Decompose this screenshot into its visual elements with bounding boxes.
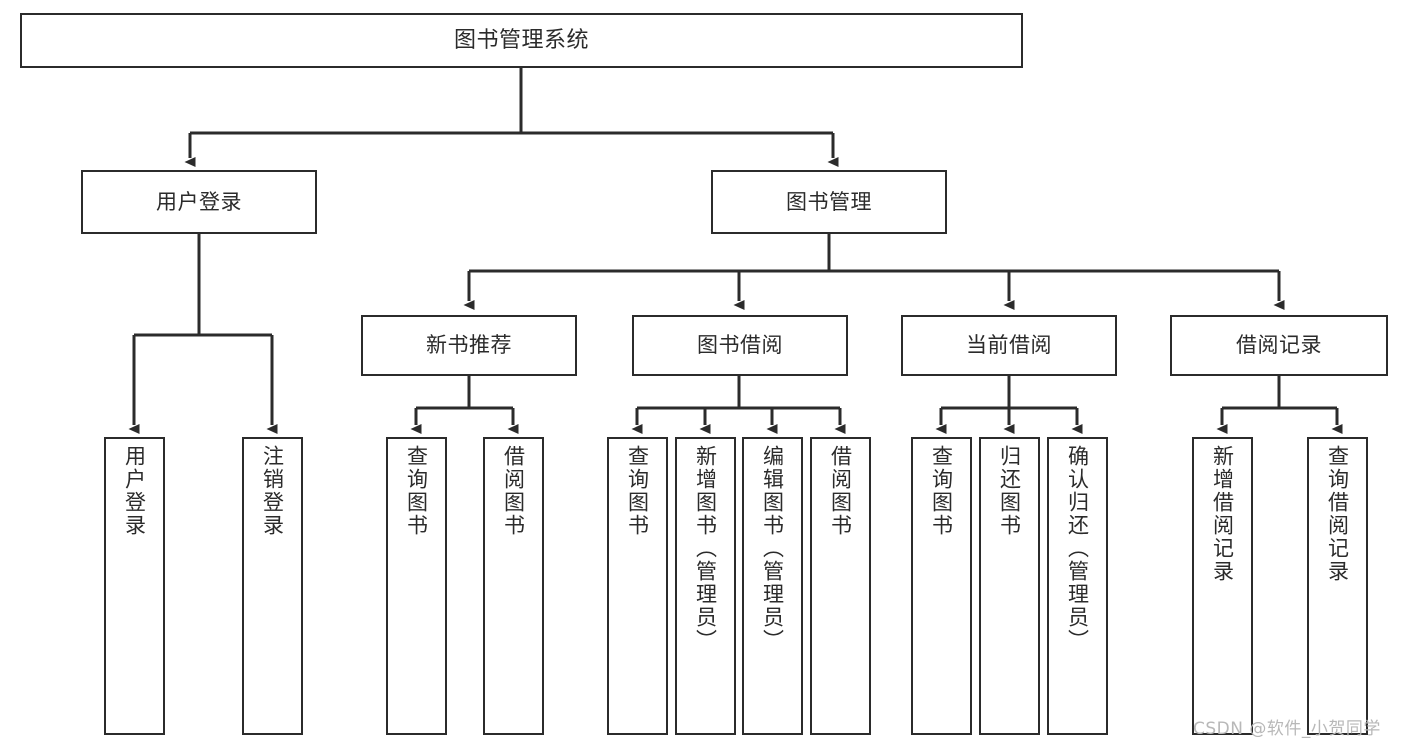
node-label: 借阅记录 bbox=[1236, 333, 1322, 358]
node-leaf-user-login[interactable]: 用户登录 bbox=[104, 437, 165, 735]
node-leaf-query-book-newbook[interactable]: 查询图书 bbox=[386, 437, 447, 735]
node-label: 新增借阅记录 bbox=[1210, 445, 1235, 583]
node-leaf-query-borrow-record[interactable]: 查询借阅记录 bbox=[1307, 437, 1368, 735]
edge-currentborrow-to-leaves bbox=[935, 376, 1083, 434]
node-user-login[interactable]: 用户登录 bbox=[81, 170, 317, 234]
node-label: 借阅图书 bbox=[828, 445, 853, 537]
node-leaf-query-book-borrow[interactable]: 查询图书 bbox=[607, 437, 668, 735]
node-label: 图书管理 bbox=[786, 189, 872, 214]
edge-bookmgmt-to-level3 bbox=[463, 234, 1285, 310]
node-leaf-edit-book-admin[interactable]: 编辑图书（管理员） bbox=[742, 437, 803, 735]
node-book-borrow[interactable]: 图书借阅 bbox=[632, 315, 848, 376]
node-leaf-add-borrow-record[interactable]: 新增借阅记录 bbox=[1192, 437, 1253, 735]
node-label: 确认归还（管理员） bbox=[1065, 445, 1090, 652]
node-label: 查询借阅记录 bbox=[1325, 445, 1350, 583]
edge-bookborrow-to-leaves bbox=[631, 376, 846, 434]
node-leaf-add-book-admin[interactable]: 新增图书（管理员） bbox=[675, 437, 736, 735]
node-label: 归还图书 bbox=[997, 445, 1022, 537]
node-label: 查询图书 bbox=[625, 445, 650, 537]
node-label: 图书管理系统 bbox=[453, 27, 589, 53]
node-label: 用户登录 bbox=[156, 189, 242, 214]
node-leaf-confirm-return-admin[interactable]: 确认归还（管理员） bbox=[1047, 437, 1108, 735]
node-leaf-return-book[interactable]: 归还图书 bbox=[979, 437, 1040, 735]
node-label: 当前借阅 bbox=[966, 333, 1052, 358]
node-label: 用户登录 bbox=[122, 445, 147, 537]
node-label: 查询图书 bbox=[404, 445, 429, 537]
edge-userlogin-to-leaves bbox=[128, 234, 278, 434]
node-label: 编辑图书（管理员） bbox=[760, 445, 785, 652]
node-leaf-borrow-book[interactable]: 借阅图书 bbox=[810, 437, 871, 735]
node-leaf-borrow-book-newbook[interactable]: 借阅图书 bbox=[483, 437, 544, 735]
node-leaf-query-book-current[interactable]: 查询图书 bbox=[911, 437, 972, 735]
node-label: 新书推荐 bbox=[426, 333, 512, 358]
node-label: 图书借阅 bbox=[697, 333, 783, 358]
node-current-borrow[interactable]: 当前借阅 bbox=[901, 315, 1117, 376]
edge-newbook-to-leaves bbox=[410, 376, 519, 434]
node-new-book-recommend[interactable]: 新书推荐 bbox=[361, 315, 577, 376]
edge-borrowrecord-to-leaves bbox=[1216, 376, 1343, 434]
node-book-management[interactable]: 图书管理 bbox=[711, 170, 947, 234]
node-label: 新增图书（管理员） bbox=[693, 445, 718, 652]
node-borrow-record[interactable]: 借阅记录 bbox=[1170, 315, 1388, 376]
csdn-watermark: CSDN @软件_小贺同学 bbox=[1193, 719, 1381, 739]
node-leaf-logout-login[interactable]: 注销登录 bbox=[242, 437, 303, 735]
node-label: 注销登录 bbox=[260, 445, 285, 537]
edge-root-to-level2 bbox=[184, 68, 839, 167]
node-label: 查询图书 bbox=[929, 445, 954, 537]
node-label: 借阅图书 bbox=[501, 445, 526, 537]
node-root-book-management-system[interactable]: 图书管理系统 bbox=[20, 13, 1023, 68]
